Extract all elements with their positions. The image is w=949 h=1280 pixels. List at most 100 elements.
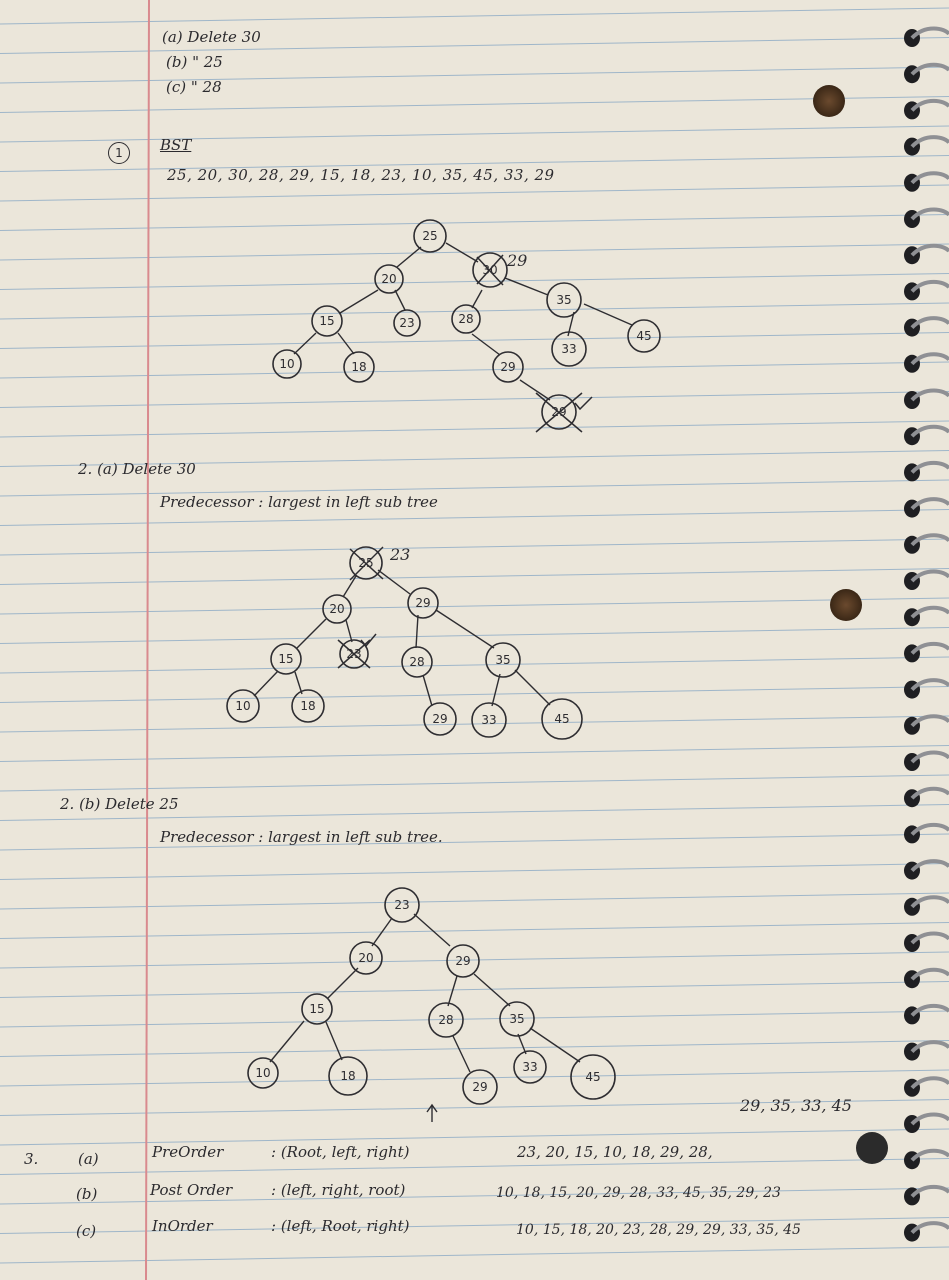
spiral-coil [910, 1221, 949, 1235]
ruled-line [0, 184, 949, 202]
spiral-coil [910, 895, 949, 909]
spiral-coil [910, 98, 949, 112]
svg-text:10: 10 [235, 699, 250, 713]
svg-text:45: 45 [554, 712, 569, 726]
ruled-line [0, 125, 949, 143]
ruled-line [0, 302, 949, 320]
ruled-line [0, 538, 949, 556]
tree-3-node: 18 [328, 1056, 368, 1096]
tree-2-node: 15 [270, 643, 302, 675]
ruled-line [0, 273, 949, 290]
ruled-line [0, 568, 949, 585]
edge [452, 1035, 471, 1073]
edge [371, 917, 393, 947]
svg-text:33: 33 [481, 713, 496, 727]
spiral-coil [910, 786, 949, 800]
section-2b-title: 2. (b) Delete 25 [60, 795, 179, 813]
punch-hole [856, 1132, 888, 1164]
svg-text:33: 33 [561, 342, 576, 356]
svg-text:29: 29 [432, 712, 447, 726]
spiral-coil [910, 641, 949, 655]
tree-3-node: 28 [428, 1002, 464, 1038]
spiral-coil [910, 1148, 949, 1162]
edge [473, 973, 511, 1007]
edge [345, 619, 353, 643]
spiral-coil [910, 26, 949, 40]
spiral-coil [910, 388, 949, 402]
edge [471, 289, 483, 309]
traversal-name-b: Post Order [150, 1181, 233, 1199]
ruled-line [0, 391, 949, 408]
ruled-line [0, 1158, 949, 1175]
traversal-name-a: PreOrder [152, 1143, 224, 1161]
edge [253, 670, 279, 697]
ruled-line [0, 715, 949, 733]
spiral-binding [904, 26, 949, 1242]
edge [269, 1020, 305, 1063]
ruled-line [0, 420, 949, 438]
ruled-line [0, 450, 949, 467]
svg-text:10: 10 [255, 1066, 270, 1080]
ruled-line [0, 1040, 949, 1057]
ruled-line [0, 1128, 949, 1146]
spiral-coil [910, 1040, 949, 1054]
ruled-line [0, 892, 949, 910]
svg-text:35: 35 [509, 1012, 524, 1026]
ruled-line [0, 66, 949, 84]
spiral-coil [910, 1076, 949, 1090]
tree-2-node: 10 [226, 689, 260, 723]
section-3-number: 3. [24, 1150, 39, 1168]
spiral-coil [910, 569, 949, 583]
spiral-coil [910, 171, 949, 185]
svg-text:29: 29 [455, 954, 470, 968]
cross-mark [535, 392, 583, 433]
svg-text:28: 28 [438, 1013, 453, 1027]
spiral-coil [910, 678, 949, 692]
tree-1-node: 25 [413, 219, 447, 253]
svg-text:20: 20 [358, 951, 373, 965]
header-line-a: (a) Delete 30 [162, 28, 261, 46]
traversal-rule-b: : (left, right, root) [271, 1181, 406, 1199]
edge [296, 618, 327, 649]
ruled-line [0, 7, 949, 25]
traversal-values-a: 23, 20, 15, 10, 18, 29, 28, [517, 1143, 713, 1161]
traversal-rule-c: : (left, Root, right) [271, 1217, 410, 1235]
tree-2-node: 28 [401, 646, 433, 678]
ruled-line [0, 686, 949, 703]
edge [339, 289, 379, 314]
spiral-coil [910, 424, 949, 438]
tree-1-node: 29 [492, 351, 524, 383]
edge [337, 332, 355, 355]
svg-text:29: 29 [500, 360, 515, 374]
cross-mark [349, 546, 384, 581]
tree-2-node: 29 [407, 587, 439, 619]
svg-text:35: 35 [556, 293, 571, 307]
ruled-line [0, 361, 949, 379]
svg-text:35: 35 [495, 653, 510, 667]
ruled-line [0, 1010, 949, 1028]
tree-1-node: 45 [627, 319, 661, 353]
spiral-coil [910, 1003, 949, 1017]
tree-2-node: 20 [322, 594, 352, 624]
spiral-coil [910, 135, 949, 149]
section-2b-note: Predecessor : largest in left sub tree. [160, 828, 443, 846]
svg-text:10: 10 [279, 357, 294, 371]
svg-text:20: 20 [329, 602, 344, 616]
ruled-line [0, 597, 949, 615]
edge [422, 674, 433, 707]
punch-hole [830, 589, 862, 621]
spiral-coil [910, 533, 949, 547]
section-2a-title: 2. (a) Delete 30 [78, 460, 196, 478]
edge [435, 609, 495, 649]
svg-text:23: 23 [399, 316, 414, 330]
spiral-coil [910, 243, 949, 257]
spiral-coil [910, 931, 949, 945]
ruled-line [0, 1217, 949, 1234]
ruled-line [0, 96, 949, 113]
spiral-coil [910, 497, 949, 511]
ruled-line [0, 1187, 949, 1205]
edge [445, 242, 479, 263]
tree-2-node: 45 [541, 698, 583, 740]
